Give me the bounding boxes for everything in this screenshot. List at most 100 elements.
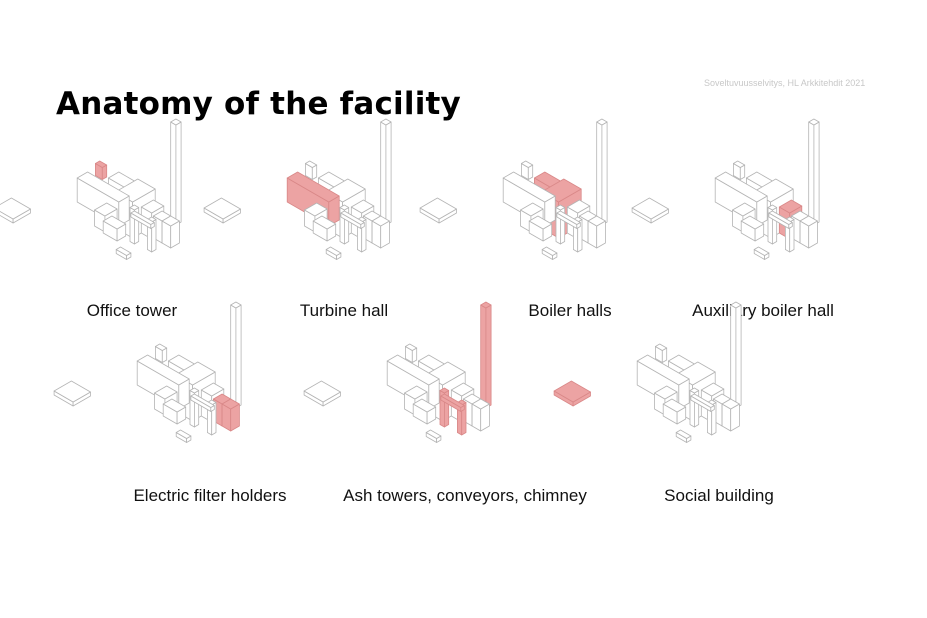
- block-face: [53, 380, 91, 403]
- block-face: [380, 118, 392, 126]
- block-face: [304, 202, 328, 217]
- block-face: [631, 197, 669, 220]
- block-face: [190, 393, 215, 408]
- block-face: [385, 121, 392, 226]
- facility-blocks: [203, 118, 392, 260]
- panel-label: Boiler halls: [528, 301, 612, 320]
- facility-blocks: [303, 301, 492, 443]
- facility-blocks: [419, 118, 608, 260]
- block-face: [115, 246, 132, 256]
- panel-label: Office tower: [86, 301, 178, 320]
- credit-note: Soveltuvuusselvitys, HL Arkkitehdit 2021: [704, 78, 866, 88]
- block-face: [175, 121, 182, 226]
- panel-ash-towers: Ash towers, conveyors, chimney: [303, 301, 590, 513]
- block-face: [480, 304, 487, 409]
- block-face: [753, 246, 770, 256]
- block-face: [140, 199, 165, 214]
- block-face: [371, 215, 390, 227]
- block-face: [230, 301, 242, 309]
- block-face: [596, 121, 603, 226]
- block-face: [556, 210, 581, 225]
- block-face: [325, 246, 342, 256]
- block-face: [439, 387, 450, 394]
- facility-blocks: [631, 118, 820, 260]
- block-face: [768, 210, 793, 225]
- block-face: [480, 301, 492, 309]
- facility-diagram-auxiliary-boiler-hall: [631, 118, 820, 260]
- block-face: [767, 204, 778, 211]
- block-face: [662, 398, 687, 413]
- panel-office-tower: Office tower: [0, 118, 210, 330]
- block-face: [730, 304, 737, 409]
- block-face: [136, 354, 190, 386]
- block-face: [553, 380, 591, 403]
- block-face: [286, 171, 340, 203]
- block-face: [450, 382, 475, 397]
- block-face: [154, 385, 178, 400]
- facility-diagram-boiler-halls: [419, 118, 608, 260]
- block-face: [312, 215, 337, 230]
- block-face: [521, 160, 534, 168]
- block-face: [596, 118, 608, 126]
- block-face: [340, 210, 365, 225]
- block-face: [189, 387, 200, 394]
- block-face: [235, 304, 242, 409]
- panel-turbine-hall: Turbine hall: [203, 118, 420, 330]
- block-face: [129, 204, 140, 211]
- block-face: [689, 387, 700, 394]
- panel-label: Auxiliary boiler hall: [692, 301, 834, 320]
- block-face: [528, 215, 553, 230]
- panel-electric-filter-holders: Electric filter holders: [53, 301, 300, 513]
- block-face: [76, 171, 130, 203]
- block-face: [221, 398, 240, 410]
- block-face: [155, 343, 168, 351]
- block-face: [200, 382, 225, 397]
- block-face: [636, 354, 690, 386]
- block-face: [412, 398, 437, 413]
- block-face: [714, 171, 768, 203]
- block-face: [733, 160, 746, 168]
- panel-boiler-halls: Boiler halls: [419, 118, 636, 330]
- facility-diagram-turbine-hall: [203, 118, 392, 260]
- block-face: [566, 199, 591, 214]
- panel-label: Turbine hall: [299, 301, 389, 320]
- facility-diagram-ash-towers: [303, 301, 492, 443]
- block-face: [690, 393, 715, 408]
- block-face: [700, 382, 725, 397]
- block-face: [339, 204, 350, 211]
- facility-blocks: [53, 301, 242, 443]
- block-face: [675, 429, 692, 439]
- block-face: [102, 215, 127, 230]
- block-face: [161, 215, 180, 227]
- panel-social-building: Social building: [553, 301, 800, 513]
- block-face: [541, 246, 558, 256]
- panel-auxiliary-boiler-hall: Auxiliary boiler hall: [631, 118, 848, 330]
- block-face: [730, 301, 742, 309]
- block-face: [799, 215, 818, 227]
- block-face: [655, 343, 668, 351]
- block-face: [808, 118, 820, 126]
- facility-diagram-office-tower: [0, 118, 182, 260]
- block-face: [654, 385, 678, 400]
- block-face: [350, 199, 375, 214]
- block-face: [419, 197, 457, 220]
- block-face: [404, 385, 428, 400]
- block-face: [203, 197, 241, 220]
- facility-blocks: [0, 118, 182, 260]
- panel-label: Electric filter holders: [133, 486, 287, 505]
- block-face: [0, 197, 31, 220]
- block-face: [425, 429, 442, 439]
- facility-diagram-social-building: [553, 301, 742, 443]
- block-face: [813, 121, 820, 226]
- block-face: [170, 121, 177, 226]
- block-face: [405, 343, 418, 351]
- page-title: Anatomy of the facility: [56, 86, 461, 122]
- block-face: [305, 160, 318, 168]
- block-face: [740, 215, 765, 230]
- block-face: [555, 204, 566, 211]
- facility-blocks: [553, 301, 742, 443]
- block-face: [587, 215, 606, 227]
- block-face: [380, 121, 387, 226]
- block-face: [170, 118, 182, 126]
- block-face: [94, 202, 118, 217]
